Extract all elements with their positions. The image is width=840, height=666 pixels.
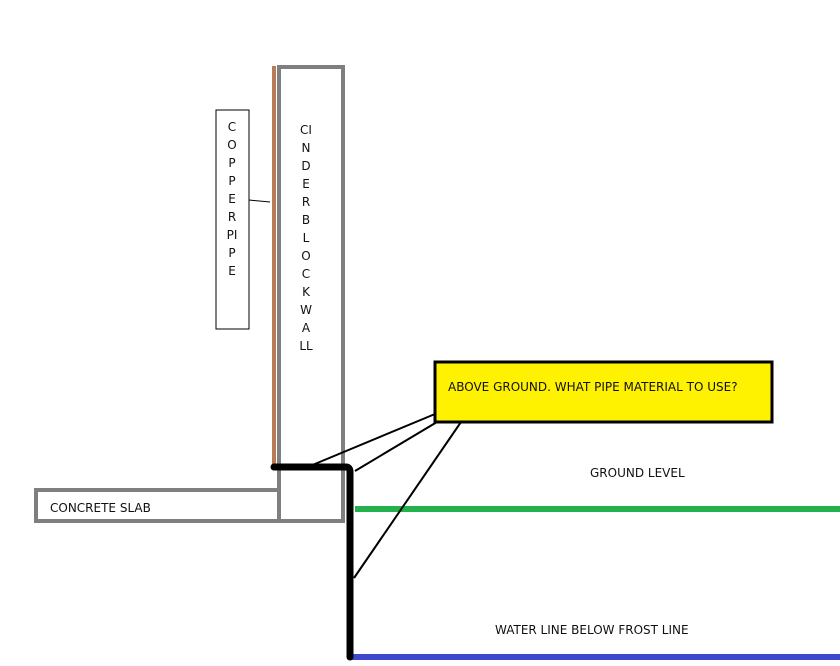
supply-pipe [270, 463, 354, 661]
callout-leader [309, 413, 436, 467]
question-text: ABOVE GROUND. WHAT PIPE MATERIAL TO USE? [448, 380, 738, 394]
copper-pipe-label: COPPER PIPE [226, 120, 240, 278]
callout-leader [353, 421, 462, 579]
question-callout [433, 360, 774, 424]
concrete-slab-label: CONCRETE SLAB [50, 501, 151, 515]
concrete-slab [34, 488, 281, 523]
callout-leader [354, 421, 438, 472]
cinder-block-wall-label: CINDER BLOCK WALL [299, 123, 314, 353]
cinder-block-wall [277, 65, 345, 523]
copper-pipe-leader [248, 199, 271, 203]
copper-pipe-label-box [215, 109, 250, 330]
ground-level-label: GROUND LEVEL [590, 466, 685, 480]
water-line-label: WATER LINE BELOW FROST LINE [495, 623, 689, 637]
